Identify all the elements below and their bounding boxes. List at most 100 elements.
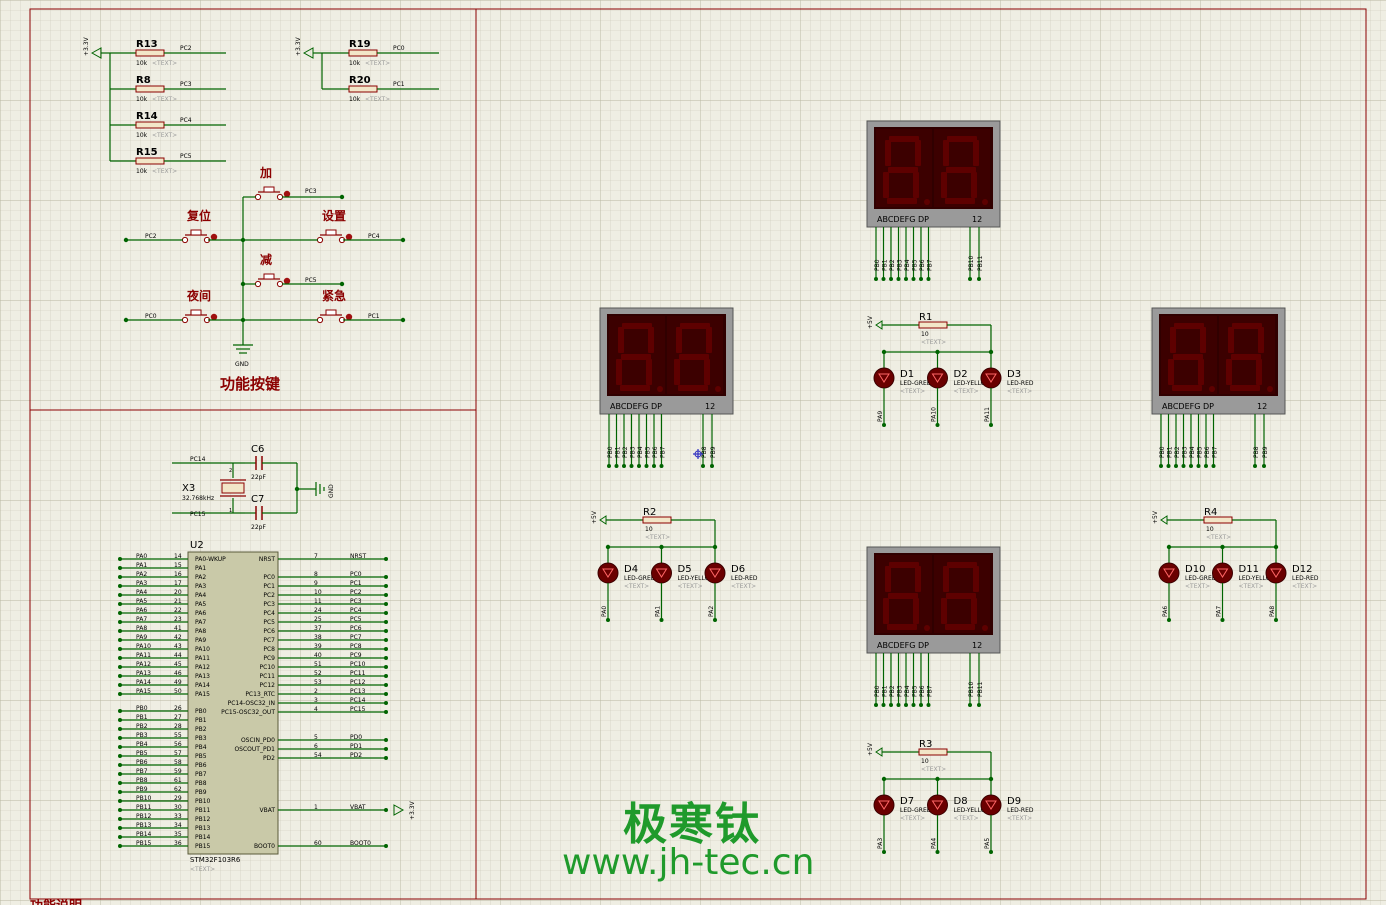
pin-net: PC0 [350, 571, 362, 578]
pin-name: PA0-WKUP [195, 556, 226, 563]
net-label: PC3 [180, 81, 192, 88]
net-label: PC0 [145, 313, 157, 320]
led-diode-symbol [1270, 568, 1282, 578]
sheet-border [29, 8, 1367, 900]
resistor-ref: R3 [919, 739, 932, 750]
pin-name: PB5 [195, 753, 207, 760]
segment [1173, 354, 1203, 360]
junction-dot [118, 772, 122, 776]
button-actuator-icon [283, 277, 291, 285]
junction-dot [400, 317, 406, 323]
resistor-text: <TEXT> [365, 60, 390, 67]
resistor-value: 10k [136, 60, 148, 67]
pin-net: PA8 [136, 625, 147, 632]
resistor-text: <TEXT> [1206, 534, 1231, 541]
button-label: 加 [259, 165, 272, 180]
resistor-R13 [135, 49, 165, 57]
junction-dot [989, 850, 993, 854]
button-contact [276, 280, 284, 288]
segment [674, 359, 680, 385]
led-diode-symbol [655, 568, 668, 578]
pin-net: PB2 [622, 446, 629, 458]
junction-dot [1181, 464, 1186, 468]
led-net: PA7 [1216, 606, 1223, 617]
junction-dot [240, 237, 246, 243]
segment [943, 140, 949, 166]
net-label: PC0 [393, 45, 405, 52]
button-cap [263, 186, 275, 193]
segment [679, 354, 709, 360]
junction-dot [118, 781, 122, 785]
pin-net: PB0 [1159, 446, 1166, 458]
pin-net: PB9 [710, 446, 717, 458]
pin-num: 54 [314, 752, 322, 759]
led-ref: D8 [954, 796, 968, 807]
pin-net: PB6 [919, 685, 926, 697]
pin-num: 8 [314, 571, 318, 578]
pin-net: PB7 [660, 446, 667, 458]
pin-name: PC15-OSC32_OUT [221, 709, 275, 716]
led-icon [1212, 562, 1233, 584]
segment [676, 327, 682, 353]
segment [1198, 359, 1204, 385]
pin-num: 20 [174, 589, 182, 596]
segment [678, 385, 708, 391]
pin-num: 46 [174, 670, 182, 677]
gnd-label: GND [235, 361, 249, 368]
pin-net: PB9 [1262, 446, 1269, 458]
led-net: PA2 [708, 606, 715, 617]
pin-name: PC11 [260, 673, 276, 680]
resistor-ref: R19 [349, 39, 371, 50]
segment [706, 327, 712, 353]
crystal-freq: 32.768kHz [182, 495, 214, 502]
pin-name: PC2 [263, 592, 275, 599]
net-label: PC5 [180, 153, 192, 160]
button-contact [254, 193, 262, 201]
pin-num: 3 [314, 697, 318, 704]
resistor-ref: R4 [1204, 507, 1217, 518]
pin-num: 9 [314, 580, 318, 587]
junction-dot [118, 790, 122, 794]
pin-name: PA5 [195, 601, 206, 608]
segment [1168, 359, 1174, 385]
led-ref: D6 [731, 564, 745, 575]
button-cap [325, 309, 337, 316]
resistor-ref: R8 [136, 75, 151, 86]
junction-dot [968, 703, 972, 707]
junction-dot [882, 850, 886, 854]
led-icon [873, 367, 895, 389]
pin-net: PB10 [968, 681, 975, 697]
junction-dot [926, 277, 931, 281]
pin-num: 45 [174, 661, 182, 668]
resistor-ref: R1 [919, 312, 932, 323]
led-text: <TEXT> [731, 583, 756, 590]
junction-dot [118, 736, 122, 740]
junction-dot [123, 317, 129, 323]
pin-num: 37 [314, 625, 322, 632]
junction-dot [919, 703, 923, 707]
junction-dot [904, 703, 908, 707]
pin-name: PA2 [195, 574, 206, 581]
pin-net: PA10 [136, 643, 151, 650]
segment [1200, 327, 1206, 353]
pin-name: PA3 [195, 583, 206, 590]
button-label: 紧急 [322, 288, 346, 303]
display-seg-label: ABCDEFG DP [877, 641, 929, 650]
pin-net: PB1 [136, 714, 148, 721]
junction-dot [1159, 464, 1163, 468]
led-icon [1158, 562, 1180, 584]
segment [889, 136, 919, 142]
junction-dot [118, 629, 122, 633]
led-icon [704, 562, 726, 584]
junction-dot [989, 423, 993, 427]
pin-net: PC14 [350, 697, 366, 704]
buttons-title: 功能按键 [220, 375, 280, 393]
mcu-body[interactable] [187, 551, 279, 855]
pin-net: PC15 [350, 706, 366, 713]
pin-num: 61 [174, 777, 182, 784]
